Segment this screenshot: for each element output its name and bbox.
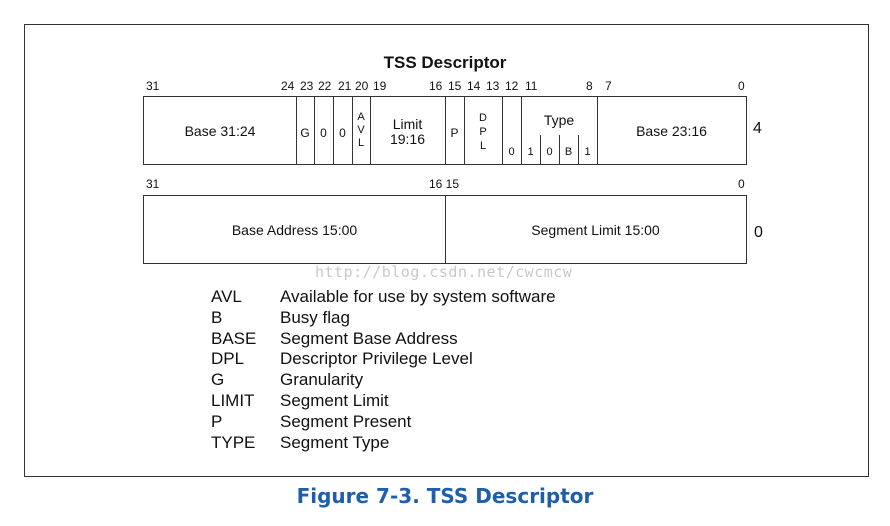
legend-abbr: P xyxy=(211,411,223,431)
field-g: G xyxy=(300,126,310,140)
bit-number: 0 xyxy=(738,177,745,191)
type-bit-divider xyxy=(578,135,579,164)
legend-item: G Granularity xyxy=(211,370,556,391)
field-limit-19-16: Limit 19:16 xyxy=(389,116,426,147)
field-divider xyxy=(502,97,503,164)
bit-number: 11 xyxy=(525,79,538,93)
bit-number: 0 xyxy=(738,79,745,93)
field-divider xyxy=(296,97,297,164)
bit-number: 13 xyxy=(486,79,500,93)
field-divider xyxy=(597,97,598,164)
legend-abbr: TYPE xyxy=(211,432,256,452)
bit-number: 31 xyxy=(146,177,160,191)
field-avl: A V L xyxy=(357,111,365,149)
field-p: P xyxy=(450,126,459,140)
type-bit-divider xyxy=(559,135,560,164)
type-bit-busy: B xyxy=(564,146,573,158)
field-segment-limit-15-00: Segment Limit 15:00 xyxy=(531,222,660,238)
field-divider xyxy=(352,97,353,164)
legend-abbr: LIMIT xyxy=(211,390,255,410)
legend-abbr: G xyxy=(211,370,225,390)
bit-number: 24 xyxy=(281,79,295,93)
type-bit: 1 xyxy=(527,146,534,158)
field-reserved-zero: 0 xyxy=(508,146,515,158)
field-base-31-24: Base 31:24 xyxy=(184,123,256,139)
field-divider xyxy=(521,97,522,164)
field-type-label: Type xyxy=(543,112,575,128)
figure-caption: Figure 7-3. TSS Descriptor xyxy=(296,484,594,508)
legend-item: TYPE Segment Type xyxy=(211,433,556,454)
legend-item: AVL Available for use by system software xyxy=(211,287,556,308)
legend-desc: Granularity xyxy=(280,370,364,390)
legend-item: P Segment Present xyxy=(211,412,556,433)
type-bit: 1 xyxy=(584,146,591,158)
legend-item: B Busy flag xyxy=(211,308,556,329)
field-divider xyxy=(464,97,465,164)
legend-item: LIMIT Segment Limit xyxy=(211,391,556,412)
legend-item: DPL Descriptor Privilege Level xyxy=(211,349,556,370)
legend-abbr: BASE xyxy=(211,328,257,348)
legend-abbr: AVL xyxy=(211,287,242,306)
field-divider xyxy=(445,97,446,164)
bit-number: 7 xyxy=(605,79,612,93)
bit-number: 15 xyxy=(448,79,462,93)
legend-abbr: B xyxy=(211,307,223,327)
bit-number: 23 xyxy=(300,79,314,93)
bit-number: 16 15 xyxy=(429,177,460,191)
legend-desc: Segment Present xyxy=(280,411,412,431)
legend-desc: Available for use by system software xyxy=(280,287,556,306)
figure-frame xyxy=(24,24,869,477)
type-bit-divider xyxy=(540,135,541,164)
field-reserved-zero: 0 xyxy=(339,126,346,140)
upper-row-offset: 4 xyxy=(753,120,762,137)
bit-number: 20 xyxy=(355,79,369,93)
bit-number: 19 xyxy=(373,79,387,93)
bit-number: 14 xyxy=(467,79,481,93)
legend-desc: Segment Limit xyxy=(280,390,389,410)
field-divider xyxy=(333,97,334,164)
descriptor-lower-row: Base Address 15:00 Segment Limit 15:00 xyxy=(143,195,747,264)
legend-desc: Busy flag xyxy=(280,307,350,327)
bit-number: 12 xyxy=(505,79,519,93)
field-divider xyxy=(314,97,315,164)
watermark-text: http://blog.csdn.net/cwcmcw xyxy=(315,263,573,281)
bit-number: 8 xyxy=(586,79,593,93)
legend-item: BASE Segment Base Address xyxy=(211,329,556,350)
field-dpl: D P L xyxy=(479,112,487,152)
field-base-23-16: Base 23:16 xyxy=(636,123,707,139)
lower-row-offset: 0 xyxy=(754,224,763,241)
bit-number: 31 xyxy=(146,79,160,93)
field-reserved-zero: 0 xyxy=(320,126,327,140)
field-divider xyxy=(370,97,371,164)
field-divider xyxy=(445,196,446,263)
legend-abbr: DPL xyxy=(211,349,245,369)
descriptor-upper-row: Base 31:24 G 0 0 A V L Limit 19:16 P D P… xyxy=(143,96,747,165)
type-bit: 0 xyxy=(546,146,553,158)
field-base-address-15-00: Base Address 15:00 xyxy=(231,222,358,238)
bit-number: 16 xyxy=(429,79,443,93)
legend-desc: Segment Type xyxy=(280,432,390,452)
legend-desc: Descriptor Privilege Level xyxy=(280,349,473,369)
bit-number: 22 xyxy=(318,79,332,93)
legend-desc: Segment Base Address xyxy=(280,328,458,348)
diagram-title: TSS Descriptor xyxy=(383,53,507,72)
bit-number: 21 xyxy=(338,79,352,93)
